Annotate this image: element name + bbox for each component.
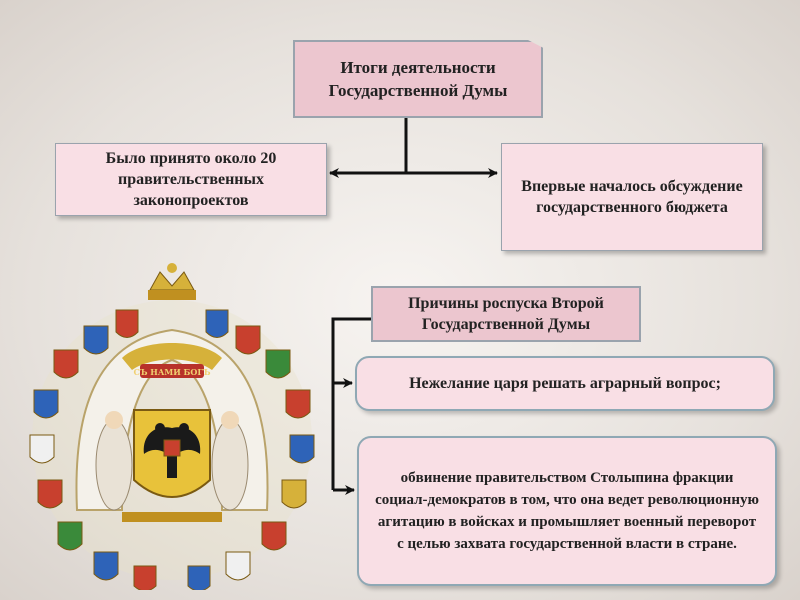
reason-box-1: Нежелание царя решать аграрный вопрос; — [355, 356, 775, 411]
supporters — [95, 411, 249, 511]
reasons-title-text: Причины роспуска Второй Государственной … — [408, 295, 604, 333]
title-box: Итоги деятельности Государственной Думы — [293, 40, 543, 118]
coat-of-arms-image: СЪ НАМИ БОГЪ — [29, 263, 315, 590]
ribbon-text: СЪ НАМИ БОГЪ — [133, 367, 210, 377]
reason-text-2: обвинение правительством Столыпина фракц… — [375, 470, 759, 552]
left-outcome-text: Было принято около 20 правительственных … — [105, 150, 277, 209]
right-outcome-box: Впервые началось обсуждение государствен… — [501, 143, 763, 251]
ribbon — [140, 364, 204, 378]
mantle: СЪ НАМИ БОГЪ — [75, 328, 269, 511]
title-box-text: Итоги деятельности Государственной Думы — [328, 58, 508, 100]
reason-box-2: обвинение правительством Столыпина фракц… — [357, 436, 777, 586]
right-outcome-text: Впервые началось обсуждение государствен… — [521, 178, 743, 216]
reasons-bracket-line — [331, 317, 371, 490]
left-outcome-box: Было принято около 20 правительственных … — [55, 143, 327, 216]
reasons-title-box: Причины роспуска Второй Государственной … — [371, 286, 641, 342]
crown-icon — [148, 263, 196, 300]
double-headed-eagle-icon — [133, 409, 211, 498]
pedestal — [122, 512, 222, 522]
reason-text-1: Нежелание царя решать аграрный вопрос; — [409, 374, 721, 392]
